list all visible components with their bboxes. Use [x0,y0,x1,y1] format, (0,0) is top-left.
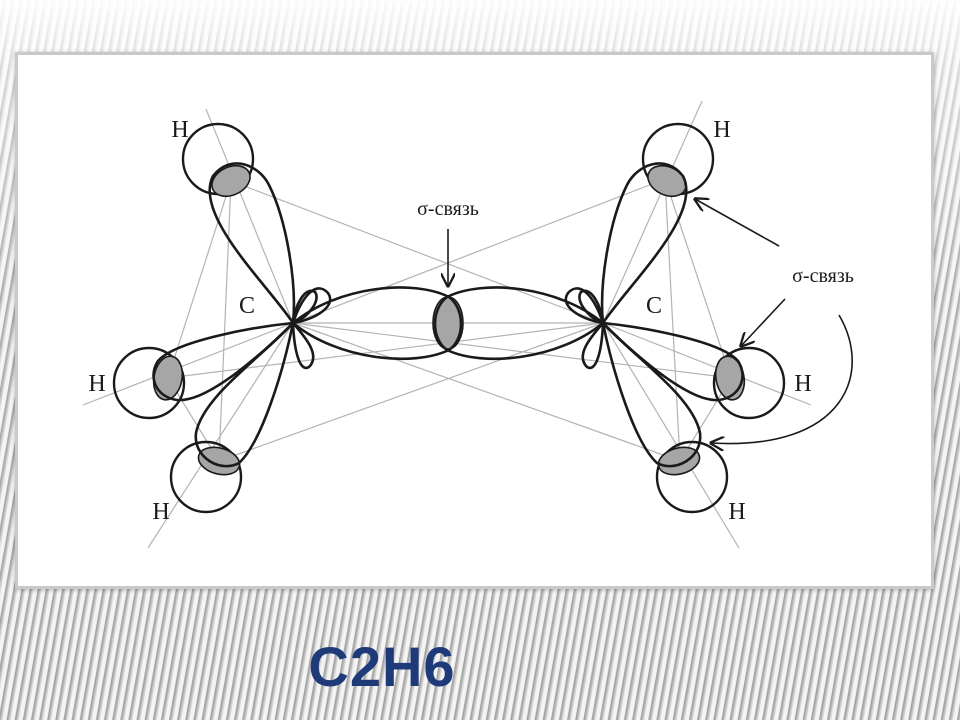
lobe-left-to-cc [291,286,463,361]
label-hydrogen-bottom-left: H [152,499,169,525]
small-lobe-right-a [564,287,605,325]
overlap-ch-top-left [211,164,251,198]
label-carbon-right: C [646,293,662,319]
label-hydrogen-bottom-right: H [728,499,745,525]
diagram-frame: σ-связь σ-связь C C H H H H H H [15,52,934,589]
label-sigma-bond-center: σ-связь [417,198,479,220]
arrow-to-h-bottom-right [711,314,853,444]
h-orbital-bottom-left [169,440,243,514]
small-lobe-left-a [291,287,332,325]
label-carbon-left: C [239,293,255,319]
overlap-ch-mid-left [152,355,184,401]
formula-caption: C2H6 [308,635,456,698]
label-sigma-bond-side: σ-связь [792,265,854,287]
carbon-hybrid-orbitals [152,162,744,468]
lobe-right-to-cc [433,286,605,361]
small-lobe-right-b [578,289,605,325]
guide-lines [82,100,812,549]
overlap-ch-bottom-right [657,446,701,476]
label-hydrogen-top-left: H [171,117,188,143]
small-lobe-left-b [291,289,318,325]
bond-arrows [448,199,853,444]
lobe-right-to-h-mid [601,321,744,402]
overlap-cc [432,296,464,350]
label-hydrogen-mid-left: H [88,371,105,397]
lobe-left-to-h-top [208,162,296,325]
lobe-left-to-h-bottom [194,321,295,468]
arrow-to-h-mid-right [741,298,786,346]
hydrogen-s-orbitals [112,122,786,514]
small-lobe-left-c [291,321,315,370]
lobe-left-to-h-mid [152,321,295,402]
arrow-to-h-top-right [695,199,780,247]
small-lobe-right-c [581,321,605,370]
overlap-ch-bottom-left [197,446,241,476]
h-orbital-mid-left [112,346,186,420]
lobe-right-to-h-top [600,162,688,325]
label-hydrogen-mid-right: H [794,371,811,397]
diagram-labels: σ-связь σ-связь C C H H H H H H [88,117,854,525]
ethane-orbital-diagram: σ-связь σ-связь C C H H H H H H [82,100,854,549]
label-hydrogen-top-right: H [713,117,730,143]
h-orbital-bottom-right [655,440,729,514]
lobe-right-to-h-bottom [601,321,702,468]
